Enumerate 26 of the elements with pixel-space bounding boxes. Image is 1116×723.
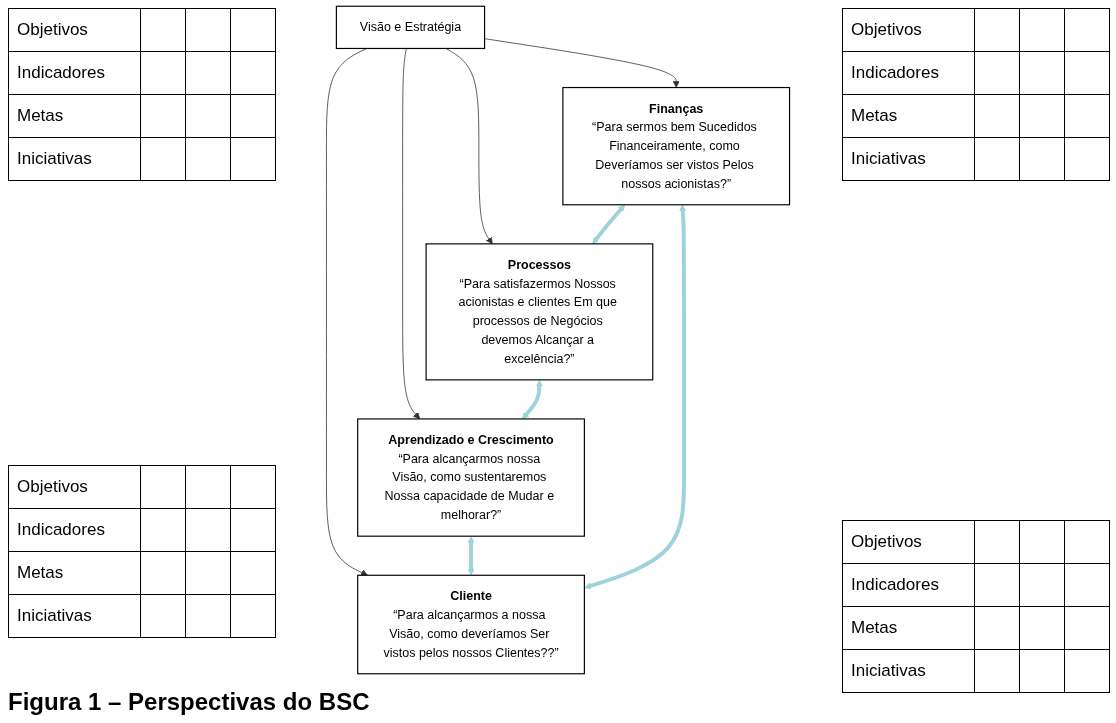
row-header: Metas: [8, 94, 141, 138]
row-header: Objetivos: [8, 465, 141, 509]
node-box: Finanças “Para sermos bem Sucedidos Financeiramente, como Deveríamos ser vistos Pelos nossos acionistas?”: [562, 86, 791, 206]
row-header: Iniciativas: [842, 649, 975, 693]
node-box: Processos “Para satisfazermos Nossos acionistas e clientes Em que processos de Negócios devemos Alcançar a excelência?”: [425, 243, 654, 381]
row-header: Indicadores: [8, 51, 141, 95]
row-header: Indicadores: [842, 51, 975, 95]
node-box: Aprendizado e Crescimento “Para alcançarmos nossa Visão, como sustentaremos Nossa capacidade de Mudar e melhorar?”: [357, 418, 585, 537]
row-header: Metas: [842, 94, 975, 138]
row-header: Metas: [842, 606, 975, 650]
row-header: Iniciativas: [8, 594, 141, 638]
figure-caption: Figura 1 – Perspectivas do BSC: [8, 688, 370, 716]
row-header: Indicadores: [8, 508, 141, 552]
row-header: Objetivos: [842, 8, 975, 52]
arrow: [467, 536, 475, 576]
row-header: Objetivos: [8, 8, 141, 52]
node-box: Cliente “Para alcançarmos a nossa Visão, como deveríamos Ser vistos pelos nossos Clientes??”: [357, 574, 585, 675]
arrow: [584, 204, 687, 590]
arrow: [592, 204, 626, 245]
node-box: Visão e Estratégia: [335, 5, 486, 50]
arrow: [522, 379, 543, 420]
row-header: Indicadores: [842, 563, 975, 607]
row-header: Objetivos: [842, 520, 975, 564]
row-header: Iniciativas: [842, 137, 975, 181]
row-header: Metas: [8, 551, 141, 595]
row-header: Iniciativas: [8, 137, 141, 181]
